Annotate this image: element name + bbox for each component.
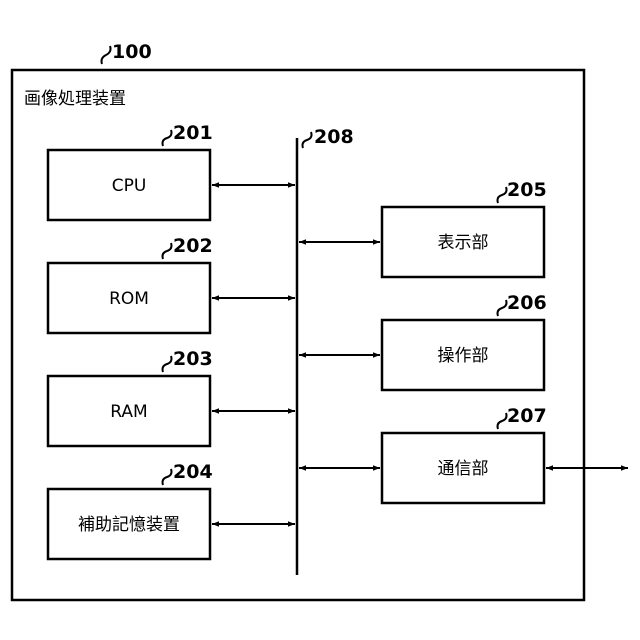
communication-unit-ref-number: 207 [507,405,547,427]
device-title: 画像処理装置 [24,89,126,109]
ram-label: RAM [110,402,147,422]
aux-storage-label: 補助記憶装置 [78,515,180,535]
communication-unit-label: 通信部 [438,459,489,479]
display-unit-ref-number: 205 [507,179,547,201]
cpu-ref-number: 201 [173,122,213,144]
operation-unit-label: 操作部 [438,346,489,366]
rom-label: ROM [109,289,149,309]
ram-ref-number: 203 [173,348,213,370]
device-ref-leader [102,46,111,64]
device-ref-number: 100 [112,41,152,63]
operation-unit-ref-number: 206 [507,292,547,314]
aux-storage-ref-number: 204 [173,461,213,483]
bus-ref-number: 208 [314,126,354,148]
cpu-label: CPU [112,176,147,196]
rom-ref-number: 202 [173,235,213,257]
display-unit-label: 表示部 [438,233,489,253]
